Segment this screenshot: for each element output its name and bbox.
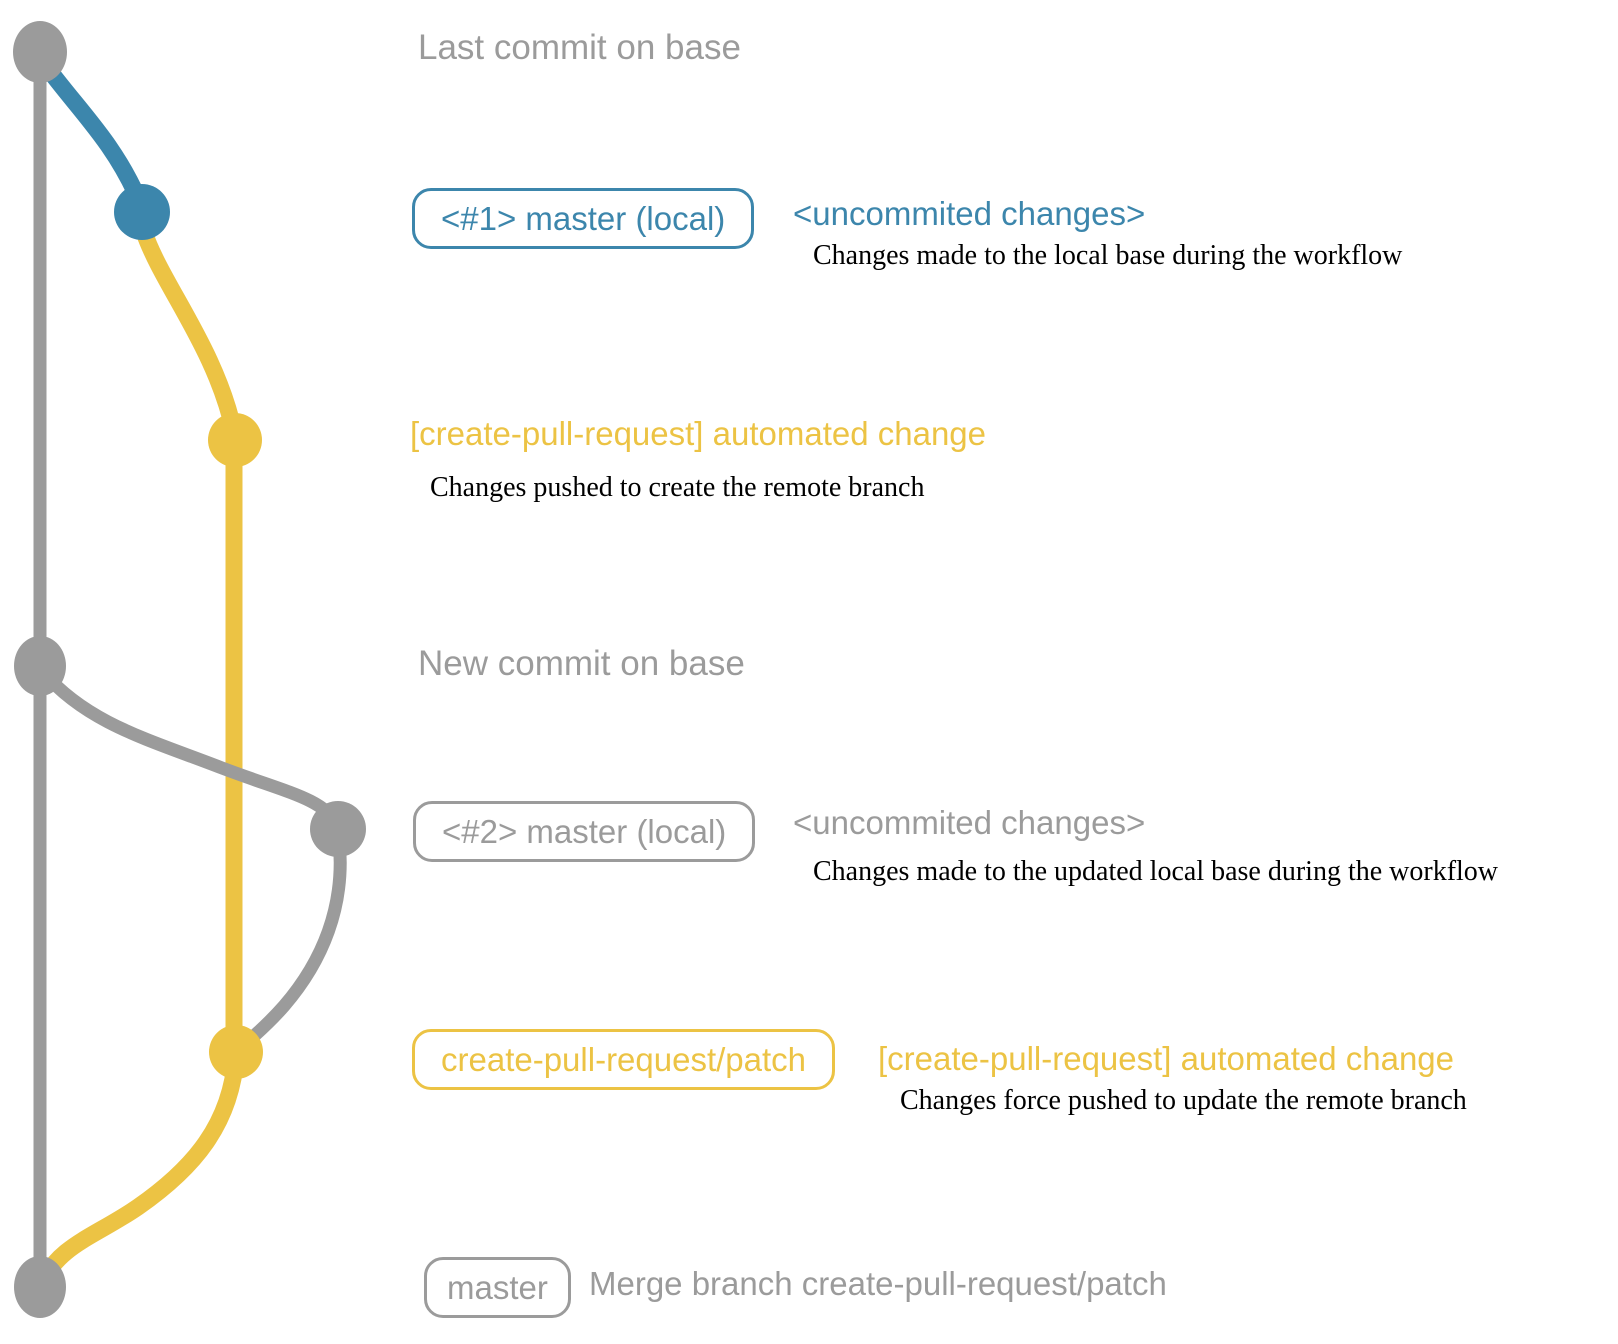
local-update-curve xyxy=(234,833,347,1056)
caption-local-changes-1: Changes made to the local base during th… xyxy=(813,240,1403,271)
commit-node-last-base xyxy=(13,21,67,83)
caption-push-1: Changes pushed to create the remote bran… xyxy=(430,472,925,503)
badge-master: master xyxy=(424,1257,571,1318)
caption-merge: Merge branch create-pull-request/patch xyxy=(589,1265,1167,1302)
commit-node-local-2 xyxy=(310,801,366,857)
commit-node-patch-1 xyxy=(208,413,262,467)
local-changes-curve-1 xyxy=(34,53,147,207)
badge-patch-branch: create-pull-request/patch xyxy=(412,1029,836,1090)
title-uncommited-changes-1: <uncommited changes> xyxy=(793,195,1146,232)
commit-node-local-1 xyxy=(114,184,170,240)
commit-node-new-base xyxy=(14,636,66,696)
base-new-commit-curve xyxy=(36,665,344,831)
label-last-commit-on-base: Last commit on base xyxy=(418,28,741,67)
patch-merge-curve xyxy=(33,1047,245,1293)
patch-push-curve xyxy=(135,223,243,441)
title-automated-change-2: [create-pull-request] automated change xyxy=(878,1040,1455,1077)
label-new-commit-on-base: New commit on base xyxy=(418,644,745,683)
caption-push-2: Changes force pushed to update the remot… xyxy=(900,1085,1467,1116)
title-uncommited-changes-2: <uncommited changes> xyxy=(793,804,1146,841)
badge-master-local-1: <#1> master (local) xyxy=(412,188,755,249)
title-automated-change-1: [create-pull-request] automated change xyxy=(410,415,987,452)
badge-master-local-2: <#2> master (local) xyxy=(413,801,756,862)
caption-local-changes-2: Changes made to the updated local base d… xyxy=(813,856,1499,887)
commit-node-patch-2 xyxy=(209,1025,263,1079)
commit-node-merge xyxy=(14,1256,66,1318)
commit-graph xyxy=(13,21,366,1318)
